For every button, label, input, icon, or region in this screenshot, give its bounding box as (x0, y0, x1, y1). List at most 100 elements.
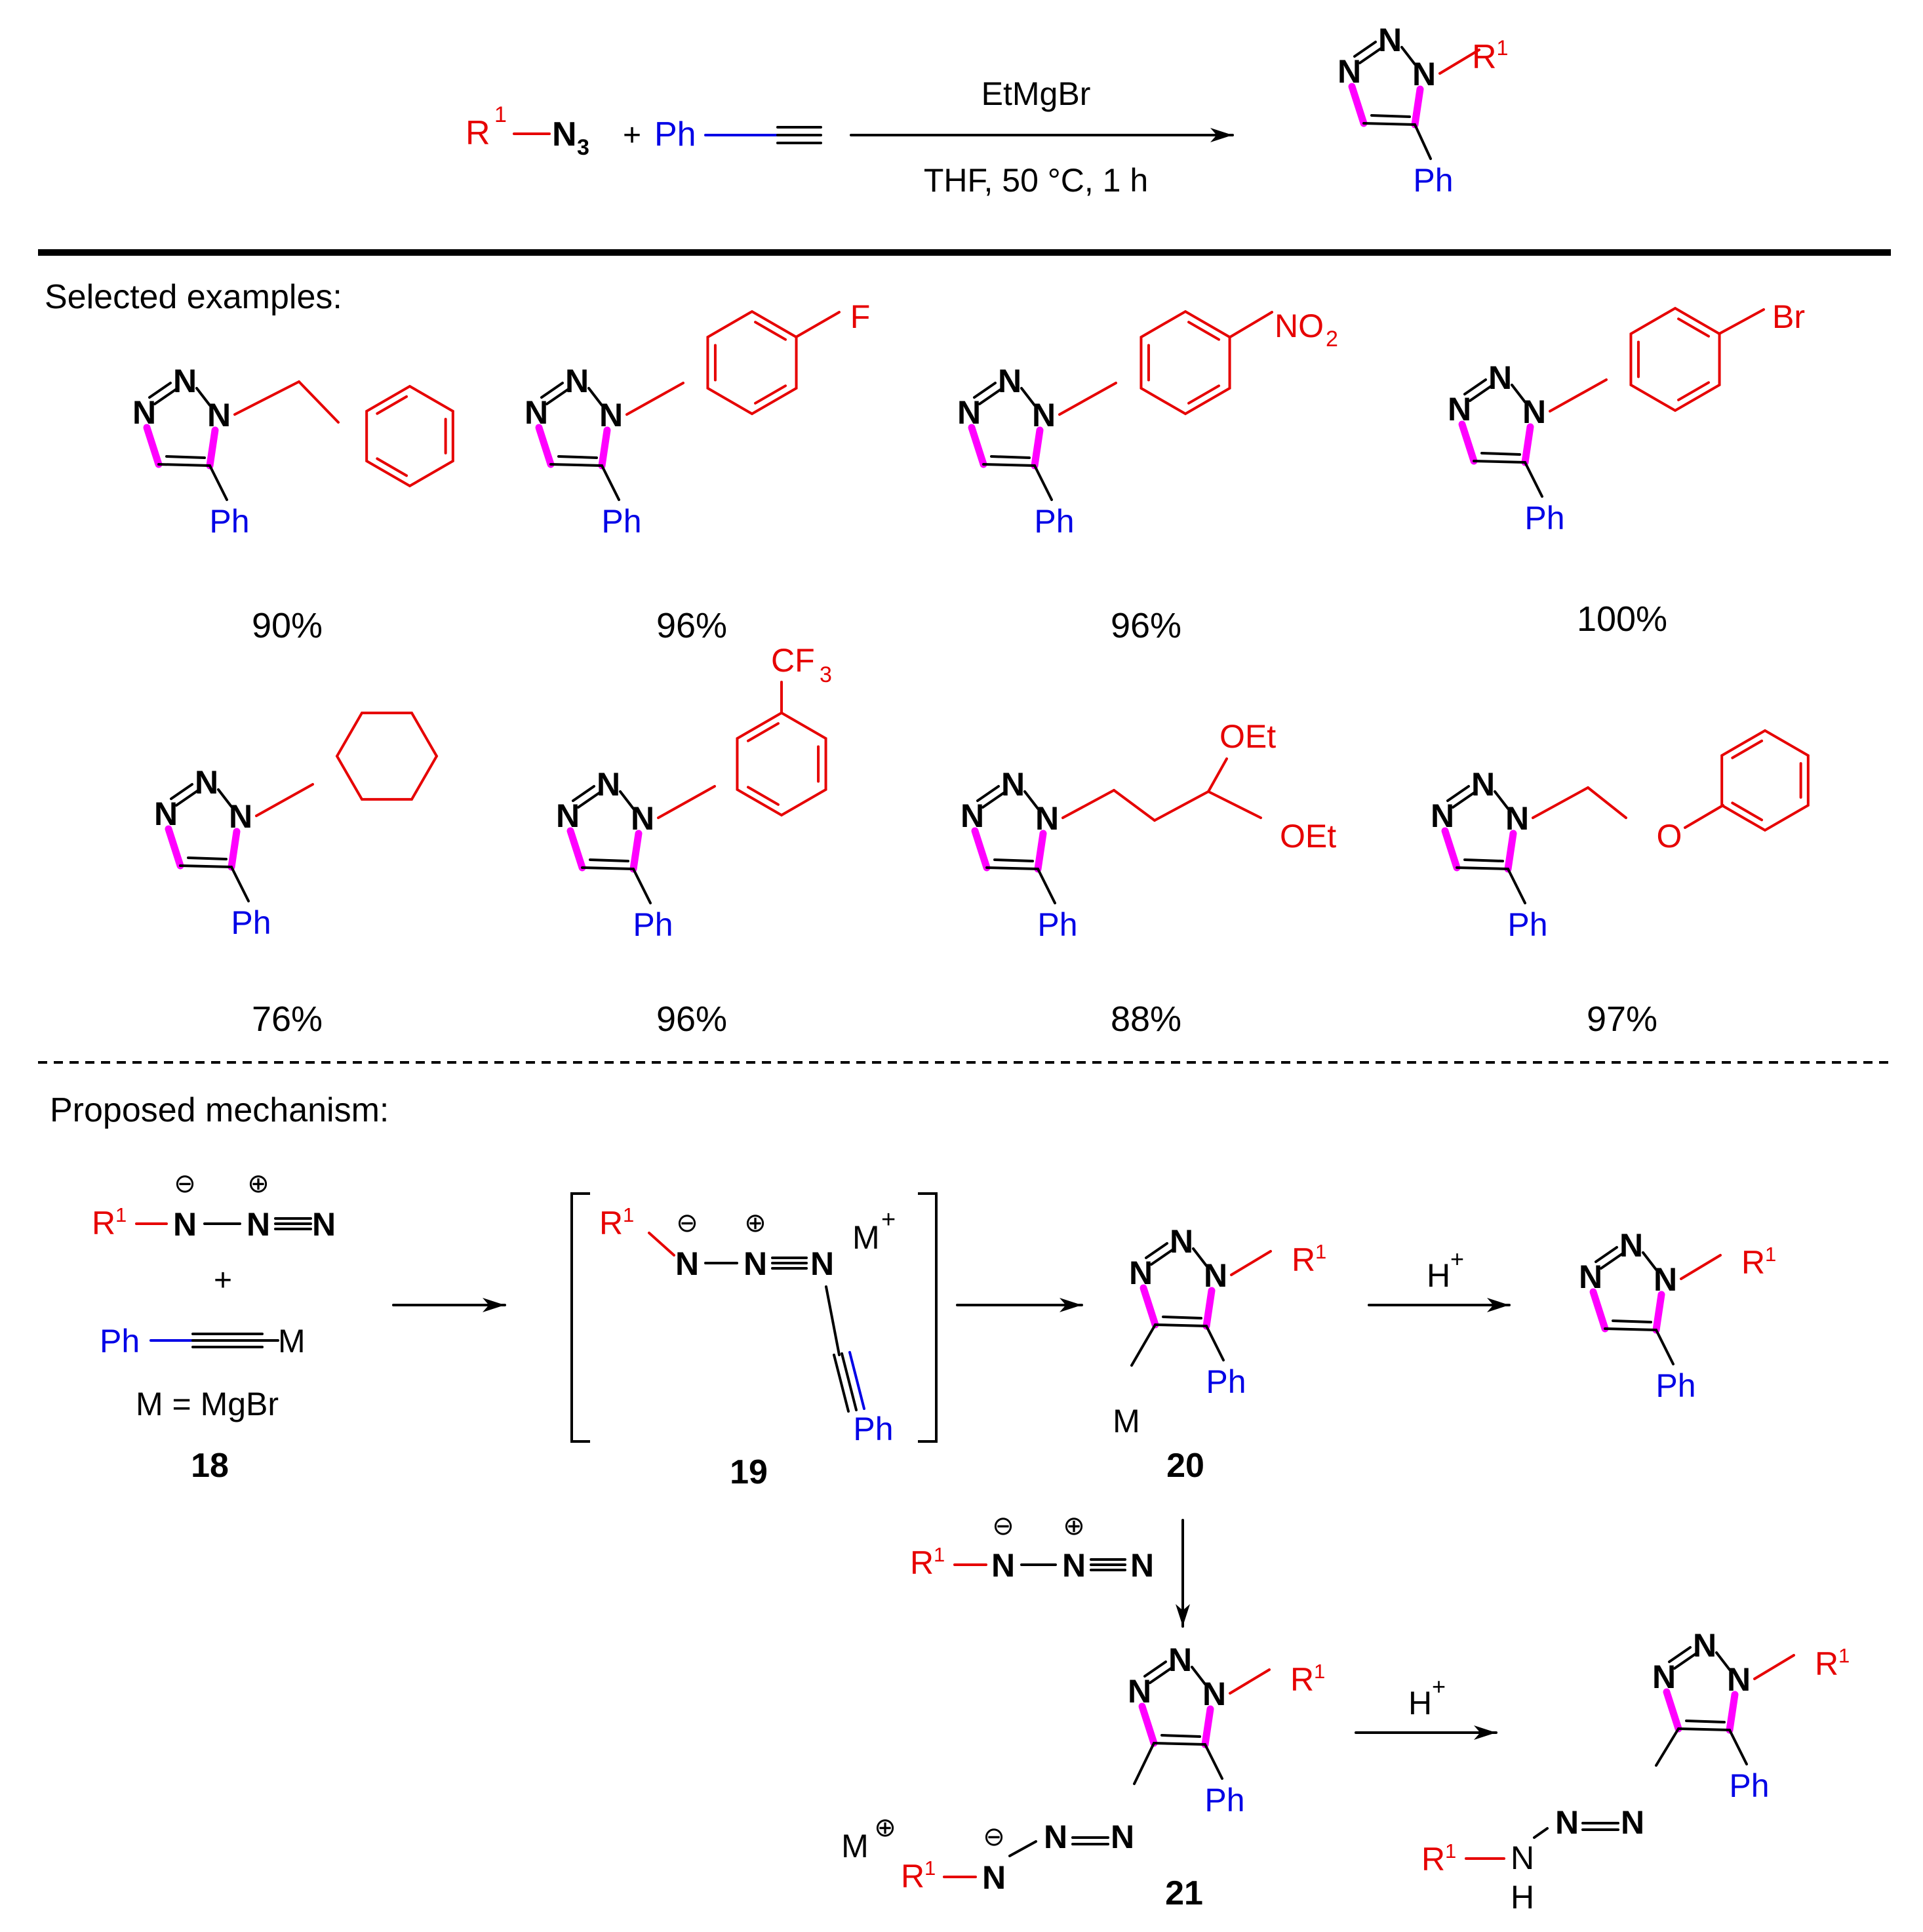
cyclohexane-ring (335, 712, 439, 801)
phenyl-label: Ph (1729, 1767, 1769, 1804)
triazole-n2: N (1338, 53, 1361, 90)
minus-charge: ⊖ (174, 1169, 196, 1198)
highlight-bond (968, 424, 987, 468)
nitro-sub: 2 (1326, 327, 1338, 352)
triazole-n3: N (195, 764, 218, 801)
ethoxy-1: OEt (1219, 718, 1276, 755)
azide-n2: N (1062, 1547, 1086, 1584)
triazole-n1: N (1505, 800, 1529, 837)
bond (255, 783, 314, 817)
n-n-bond (195, 387, 211, 407)
highlight-bond (206, 426, 219, 470)
aryl-ring (1140, 310, 1231, 416)
metal-label: M (841, 1828, 869, 1864)
n-n-double-bond (1469, 385, 1492, 402)
r1-superscript: 1 (924, 1857, 936, 1880)
n-n-double-bond (981, 792, 1005, 809)
c-c-double-bond (1604, 1327, 1657, 1331)
n-n-double-bond (978, 388, 1002, 405)
c-c-double-bond (1456, 866, 1509, 870)
highlight-bond (1201, 1705, 1214, 1748)
n-n-bond (1494, 790, 1509, 810)
ring-double-bond (754, 384, 787, 405)
amide-n: N (982, 1859, 1006, 1896)
triazole-n2: N (1129, 1255, 1153, 1291)
bond-to-phenyl (1033, 464, 1053, 501)
triple-bond (848, 1351, 865, 1410)
m-definition: M = MgBr (136, 1386, 279, 1422)
yield-label: 88% (1111, 999, 1181, 1039)
r1-label: R (1741, 1244, 1765, 1281)
c-c-double-bond (557, 455, 598, 459)
triazole-n1: N (599, 397, 623, 433)
ethoxy-2: OEt (1280, 818, 1336, 855)
azide-n: N (552, 115, 577, 153)
c-c-double-bond (581, 866, 635, 870)
phenyl-label: Ph (209, 503, 249, 540)
arrow-head (483, 1298, 505, 1312)
triazole-n2: N (154, 795, 178, 832)
bond-to-phenyl (1205, 1325, 1225, 1361)
n-r1-bond (1438, 49, 1480, 75)
ring-double-bond (1731, 739, 1764, 759)
bond-to-phenyl (632, 868, 652, 904)
highlight-bond (1411, 85, 1424, 129)
highlight-bond (1458, 420, 1478, 465)
n-n-double-bond (1446, 785, 1470, 802)
section-divider (38, 249, 1891, 256)
triazole-n3: N (565, 363, 589, 399)
azide-n2: N (247, 1206, 270, 1243)
yield-label: 97% (1587, 999, 1657, 1039)
triple-bond (833, 1354, 850, 1413)
ring-double-bond (754, 321, 787, 341)
bond (1229, 311, 1273, 338)
highlight-bond (165, 825, 184, 870)
ring-double-bond (1677, 381, 1711, 401)
triple-bond (841, 1352, 858, 1411)
arrow-head (1210, 128, 1233, 142)
triazole-n2: N (1652, 1659, 1676, 1695)
c-c-double-bond (1153, 1742, 1206, 1746)
n-plus: N (743, 1245, 767, 1282)
plus-charge: ⊕ (247, 1169, 269, 1198)
r1-superscript: 1 (934, 1543, 945, 1566)
triazole-n1: N (1202, 1676, 1226, 1712)
ring-double-bond (1731, 801, 1764, 822)
n-n-double-bond (1673, 1653, 1697, 1670)
c-c-double-bond (165, 455, 206, 459)
metal-label: M (1113, 1403, 1140, 1439)
triazole-n1: N (207, 397, 231, 433)
n-n-double-bond (153, 388, 177, 405)
azo-n1: N (1621, 1804, 1644, 1841)
plus-sign: + (623, 118, 641, 153)
n-r1-bond (1230, 1250, 1272, 1276)
triazole-n1: N (1522, 393, 1546, 430)
triazole-n3: N (1619, 1227, 1643, 1264)
highlight-bond (1504, 830, 1517, 873)
n-r1-bond (1753, 1654, 1795, 1680)
n-n-bond (1191, 1666, 1206, 1685)
azide-n1: N (991, 1547, 1015, 1584)
bond (1532, 786, 1589, 819)
n-n-bond (1715, 1651, 1731, 1671)
triazole-n2: N (1448, 391, 1471, 428)
highlight-bond (1034, 830, 1047, 873)
c-c-double-bond (1370, 114, 1411, 118)
c-c-double-bond (1677, 1727, 1731, 1731)
triazole-n1: N (631, 800, 654, 837)
n-n-bond (1192, 1247, 1208, 1267)
r1-label: R (1472, 38, 1497, 76)
bond-to-phenyl (1728, 1729, 1748, 1765)
highlight-bond (1138, 1702, 1158, 1747)
bond-to-phenyl (1524, 461, 1543, 498)
bond-to-phenyl (230, 866, 250, 902)
triazole-n1: N (1654, 1261, 1677, 1298)
n-n-bond (619, 790, 635, 810)
triazole-n3: N (1001, 766, 1025, 803)
n-n-double-bond (1463, 378, 1487, 395)
triazole-n3: N (597, 766, 620, 803)
c-c-double-bond (1463, 858, 1504, 862)
n-n-double-bond (973, 382, 997, 399)
compound-label: 19 (730, 1453, 768, 1491)
r1-superscript: 1 (1496, 36, 1508, 60)
